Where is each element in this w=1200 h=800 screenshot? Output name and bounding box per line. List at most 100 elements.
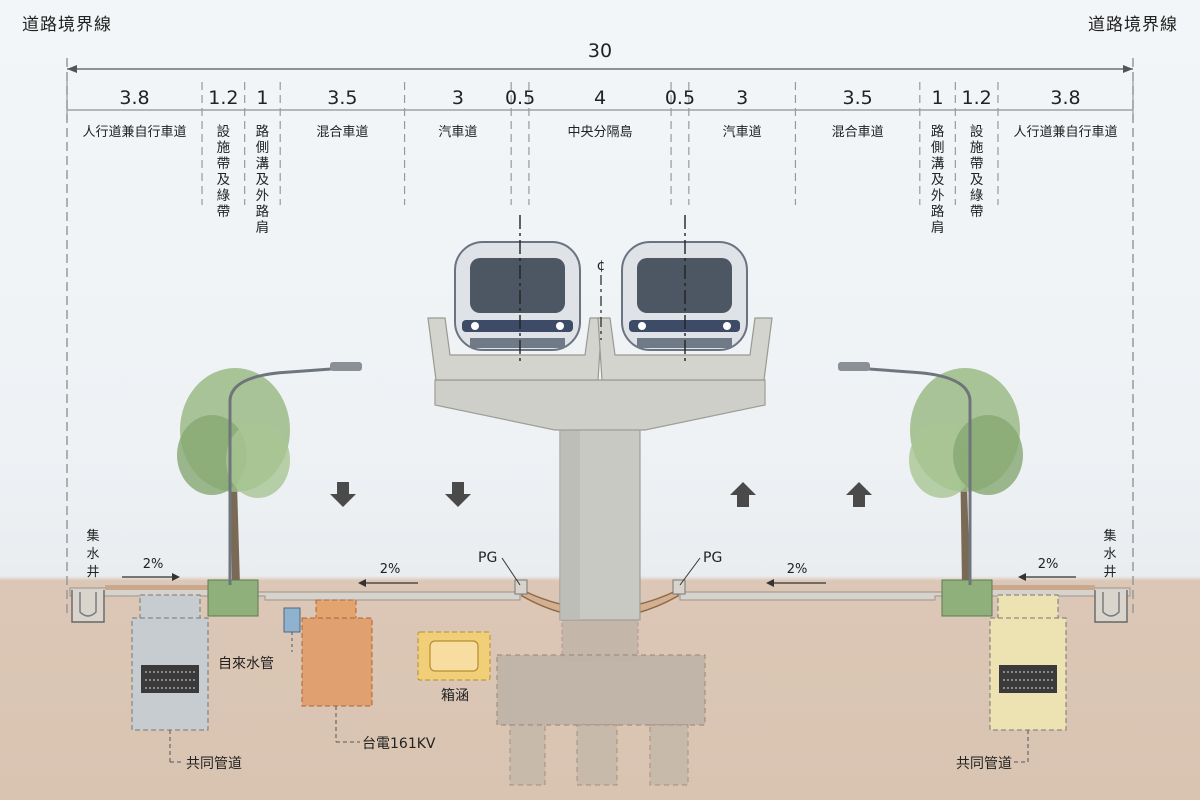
segment-width-label: 4 — [594, 87, 606, 109]
left-sidewalk-slab — [105, 585, 210, 590]
segment-vertical-label-char: 帶 — [217, 204, 231, 220]
slope-arrowhead-right-road — [766, 579, 774, 587]
tree-left — [177, 368, 290, 617]
segment-vertical-label-char: 及 — [256, 172, 270, 188]
segment-vertical-label-char: 側 — [931, 140, 945, 156]
segment-vertical-label-char: 施 — [217, 140, 231, 156]
up-arrow-1 — [730, 482, 756, 507]
segment-vertical-label-char: 帶 — [970, 156, 984, 172]
power-cable-duct — [301, 599, 373, 707]
segment-vertical-label-char: 路 — [931, 124, 945, 140]
segment-width-label: 3 — [452, 87, 464, 109]
segment-vertical-label-char: 及 — [970, 172, 984, 188]
slope-arrowhead-left-sidewalk — [172, 573, 180, 581]
segment-width-label: 3 — [736, 87, 748, 109]
left-boundary-label: 道路境界線 — [22, 15, 112, 35]
segment-width-label: 1.2 — [962, 87, 992, 109]
segment-vertical-label-char: 溝 — [256, 156, 270, 172]
total-width-label: 30 — [588, 40, 612, 62]
segment-lane-label: 混合車道 — [832, 125, 884, 140]
segment-width-label: 3.5 — [843, 87, 873, 109]
catch-basin-right — [1094, 590, 1128, 623]
segment-vertical-label-char: 溝 — [931, 156, 945, 172]
box-culvert-label: 箱涵 — [441, 688, 469, 704]
catch-basin-right-inner — [1102, 592, 1120, 617]
segment-width-label: 1 — [932, 87, 944, 109]
catch-basin-left — [71, 590, 105, 623]
segment-vertical-label-char: 外 — [256, 188, 270, 204]
segment-vertical-label-char: 及 — [217, 172, 231, 188]
segment-vertical-label-char: 路 — [256, 124, 270, 140]
guideway-right — [597, 317, 773, 381]
catch-basin-right-line1: 集 — [1103, 528, 1116, 544]
segment-vertical-label-char: 肩 — [931, 220, 945, 236]
up-arrow-2 — [846, 482, 872, 507]
pile-cap — [496, 654, 706, 726]
segment-lane-label: 汽車道 — [438, 125, 477, 140]
segment-width-label: 1 — [256, 87, 268, 109]
segment-vertical-label-char: 側 — [256, 140, 270, 156]
segment-vertical-label-char: 綠 — [217, 188, 231, 204]
pier-cap — [434, 379, 766, 431]
power-cable-label: 台電161KV — [362, 736, 436, 752]
pier-column-shade — [560, 405, 580, 620]
pile-right — [649, 724, 689, 786]
segment-lane-label: 人行道兼自行車道 — [1013, 125, 1117, 140]
catch-basin-right-line3: 井 — [1103, 565, 1116, 580]
segment-vertical-label-char: 路 — [931, 204, 945, 220]
train-left — [454, 241, 581, 351]
pg-right-block — [672, 579, 686, 595]
segment-width-label: 3.5 — [327, 87, 357, 109]
segment-width-label: 0.5 — [505, 87, 535, 109]
catch-basin-right-line2: 水 — [1103, 547, 1116, 562]
segment-vertical-label-char: 施 — [970, 140, 984, 156]
pg-left-leader — [501, 557, 521, 586]
segment-vertical-label-char: 路 — [256, 204, 270, 220]
slope-arrowhead-right-sidewalk — [1018, 573, 1026, 581]
utility-tunnel-right-label: 共同管道 — [956, 756, 1012, 772]
down-arrow-1 — [330, 482, 356, 507]
segment-vertical-label-char: 帶 — [970, 204, 984, 220]
segment-lane-label: 混合車道 — [316, 125, 368, 140]
guideway-left — [427, 317, 603, 381]
slope-right-road: 2% — [787, 562, 808, 577]
pg-left-block — [514, 579, 528, 595]
utility-tunnel-right — [989, 594, 1067, 731]
water-pipe-label: 自來水管 — [218, 656, 274, 672]
pg-right-label: PG — [703, 550, 722, 566]
segment-labels: 3.8人行道兼自行車道1.2設施帶及綠帶1路側溝及外路肩3.5混合車道3汽車道0… — [83, 87, 1118, 236]
slope-right-sidewalk: 2% — [1038, 557, 1059, 572]
segment-ticks — [66, 80, 1134, 205]
catch-basin-left-line3: 井 — [86, 565, 99, 580]
slope-left-sidewalk: 2% — [143, 557, 164, 572]
slope-arrowhead-left-road — [358, 579, 366, 587]
down-arrow-2 — [445, 482, 471, 507]
pile-center — [576, 724, 618, 786]
street-light-left — [228, 362, 362, 585]
utility-tunnel-left-label: 共同管道 — [186, 756, 242, 772]
segment-width-label: 0.5 — [665, 87, 695, 109]
segment-vertical-label-char: 帶 — [217, 156, 231, 172]
slope-left-road: 2% — [380, 562, 401, 577]
right-sidewalk-slab — [990, 585, 1095, 590]
segment-vertical-label-char: 設 — [217, 124, 231, 140]
centerline-symbol: ¢ — [597, 258, 606, 274]
pile-left — [509, 724, 546, 786]
catch-basin-left-line2: 水 — [86, 547, 99, 562]
catch-basin-left-line1: 集 — [86, 528, 99, 544]
pg-right-leader — [679, 557, 701, 586]
pg-left-label: PG — [478, 550, 497, 566]
box-culvert — [417, 631, 491, 681]
water-pipe — [283, 607, 301, 633]
segment-width-label: 3.8 — [119, 87, 149, 109]
tree-right — [909, 368, 1023, 617]
total-dimension-right-arrow — [1123, 65, 1133, 73]
segment-lane-label: 人行道兼自行車道 — [83, 125, 187, 140]
segment-lane-label: 中央分隔島 — [567, 125, 632, 140]
segment-width-label: 3.8 — [1050, 87, 1080, 109]
right-boundary-label: 道路境界線 — [1088, 15, 1178, 35]
segment-vertical-label-char: 設 — [970, 124, 984, 140]
total-dimension-left-arrow — [67, 65, 77, 73]
utility-tunnel-left — [131, 594, 209, 731]
